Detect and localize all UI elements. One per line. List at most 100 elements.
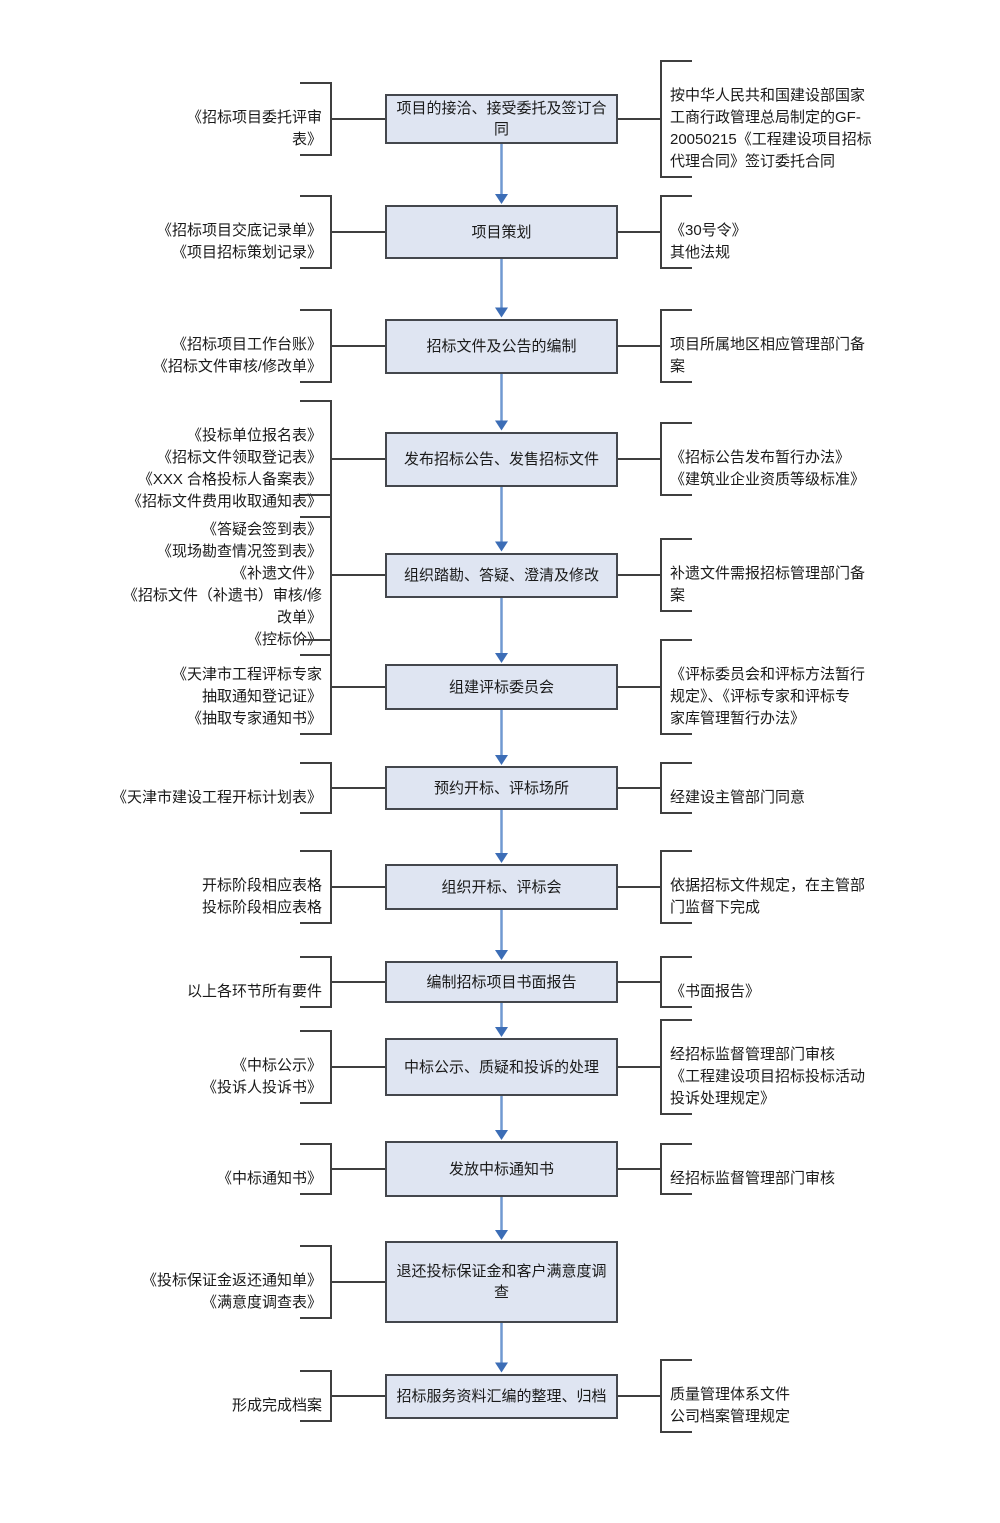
- reference-note-text: 按中华人民共和国建设部国家 工商行政管理总局制定的GF- 20050215《工程…: [670, 87, 872, 170]
- flow-arrow: [495, 597, 508, 663]
- right-note-cell: 《评标委员会和评标方法暂行 规定》、《评标专家和评标专 家库管理暂行办法》: [660, 639, 1000, 735]
- process-step-text: 组织开标、评标会: [441, 878, 562, 896]
- reference-note-bracket: 依据招标文件规定，在主管部 门监督下完成: [660, 850, 865, 924]
- flow-row: 《中标公示》 《投诉人投诉书》 中标公示、质疑和投诉的处理 经招标监督管理部门审…: [0, 1019, 1000, 1115]
- connector-line-right: [618, 118, 660, 120]
- input-documents-text: 《中标公示》 《投诉人投诉书》: [201, 1057, 322, 1096]
- left-label-cell: 《中标公示》 《投诉人投诉书》: [0, 1030, 332, 1104]
- connector-line-right: [618, 1395, 660, 1397]
- connector-line-left: [332, 574, 385, 576]
- flow-row: 形成完成档案 招标服务资料汇编的整理、归档 质量管理体系文件 公司档案管理规定: [0, 1359, 1000, 1433]
- flow-arrow: [495, 486, 508, 552]
- flow-row: 《中标通知书》 发放中标通知书 经招标监督管理部门审核: [0, 1141, 1000, 1197]
- right-note-cell: 经招标监督管理部门审核: [660, 1143, 1000, 1195]
- input-documents-bracket: 《投标保证金返还通知单》 《满意度调查表》: [142, 1245, 332, 1319]
- reference-note-text: 补遗文件需报招标管理部门备 案: [670, 565, 866, 604]
- input-documents-text: 《招标项目委托评审 表》: [186, 109, 322, 148]
- left-label-cell: 《招标项目工作台账》 《招标文件审核/修改单》: [0, 309, 332, 383]
- right-note-cell: 《书面报告》: [660, 956, 1000, 1008]
- left-label-cell: 《中标通知书》: [0, 1143, 332, 1195]
- right-note-cell: 《30号令》 其他法规: [660, 195, 1000, 269]
- input-documents-bracket: 形成完成档案: [232, 1370, 332, 1422]
- right-note-cell: 依据招标文件规定，在主管部 门监督下完成: [660, 850, 1000, 924]
- flow-arrow: [495, 1003, 508, 1037]
- reference-note-text: 经招标监督管理部门审核 《工程建设项目招标投标活动 投诉处理规定》: [670, 1046, 866, 1107]
- process-step-text: 发布招标公告、发售招标文件: [403, 450, 599, 468]
- process-step-box: 发布招标公告、发售招标文件: [385, 431, 618, 487]
- left-label-cell: 《天津市建设工程开标计划表》: [0, 762, 332, 814]
- reference-note-text: 《书面报告》: [670, 983, 761, 1000]
- right-note-cell: 质量管理体系文件 公司档案管理规定: [660, 1359, 1000, 1433]
- right-note-cell: 《招标公告发布暂行办法》 《建筑业企业资质等级标准》: [660, 422, 1000, 496]
- reference-note-bracket: 按中华人民共和国建设部国家 工商行政管理总局制定的GF- 20050215《工程…: [660, 60, 872, 178]
- process-step-text: 组织踏勘、答疑、澄清及修改: [403, 566, 599, 584]
- connector-line-right: [618, 686, 660, 688]
- connector-line-right: [618, 981, 660, 983]
- input-documents-text: 《投标单位报名表》 《招标文件领取登记表》 《XXX 合格投标人备案表》 《招标…: [126, 427, 322, 510]
- flow-row: 《答疑会签到表》 《现场勘查情况签到表》 《补遗文件》 《招标文件（补遗书）审核…: [0, 494, 1000, 656]
- input-documents-text: 《招标项目工作台账》 《招标文件审核/修改单》: [152, 336, 322, 375]
- left-label-cell: 《投标保证金返还通知单》 《满意度调查表》: [0, 1245, 332, 1319]
- process-step-text: 组建评标委员会: [448, 678, 554, 696]
- input-documents-text: 《天津市建设工程开标计划表》: [111, 789, 322, 806]
- left-label-cell: 开标阶段相应表格 投标阶段相应表格: [0, 850, 332, 924]
- left-label-cell: 以上各环节所有要件: [0, 956, 332, 1008]
- input-documents-text: 开标阶段相应表格 投标阶段相应表格: [201, 877, 322, 916]
- process-step-text: 项目的接洽、接受委托及签订合 同: [396, 100, 607, 138]
- left-label-cell: 《答疑会签到表》 《现场勘查情况签到表》 《补遗文件》 《招标文件（补遗书）审核…: [0, 494, 332, 656]
- flow-row: 《天津市建设工程开标计划表》 预约开标、评标场所 经建设主管部门同意: [0, 762, 1000, 814]
- flow-arrow: [495, 710, 508, 765]
- flow-arrow: [495, 810, 508, 863]
- input-documents-text: 以上各环节所有要件: [186, 983, 322, 1000]
- process-step-box: 招标文件及公告的编制: [385, 318, 618, 374]
- reference-note-text: 依据招标文件规定，在主管部 门监督下完成: [670, 877, 866, 916]
- connector-line-left: [332, 1395, 385, 1397]
- flow-arrow: [495, 259, 508, 318]
- reference-note-bracket: 《评标委员会和评标方法暂行 规定》、《评标专家和评标专 家库管理暂行办法》: [660, 639, 865, 735]
- input-documents-bracket: 《答疑会签到表》 《现场勘查情况签到表》 《补遗文件》 《招标文件（补遗书）审核…: [123, 494, 332, 656]
- input-documents-bracket: 《中标公示》 《投诉人投诉书》: [202, 1030, 332, 1104]
- connector-line-left: [332, 686, 385, 688]
- right-note-cell: 按中华人民共和国建设部国家 工商行政管理总局制定的GF- 20050215《工程…: [660, 60, 1000, 178]
- input-documents-bracket: 《招标项目交底记录单》 《项目招标策划记录》: [157, 195, 332, 269]
- reference-note-bracket: 经招标监督管理部门审核: [660, 1143, 835, 1195]
- process-step-box: 项目策划: [385, 205, 618, 259]
- left-label-cell: 《天津市工程评标专家 抽取通知登记证》 《抽取专家通知书》: [0, 639, 332, 735]
- connector-line-right: [618, 1168, 660, 1170]
- connector-line-right: [618, 787, 660, 789]
- process-step-text: 发放中标通知书: [448, 1160, 554, 1178]
- reference-note-bracket: 《招标公告发布暂行办法》 《建筑业企业资质等级标准》: [660, 422, 865, 496]
- left-label-cell: 《招标项目委托评审 表》: [0, 82, 332, 156]
- input-documents-text: 《招标项目交底记录单》 《项目招标策划记录》: [156, 222, 322, 261]
- input-documents-bracket: 以上各环节所有要件: [187, 956, 332, 1008]
- flow-arrow: [495, 910, 508, 960]
- reference-note-bracket: 《30号令》 其他法规: [660, 195, 747, 269]
- connector-line-left: [332, 787, 385, 789]
- flow-arrow: [495, 1323, 508, 1373]
- process-step-text: 项目策划: [471, 223, 532, 241]
- reference-note-text: 《30号令》 其他法规: [670, 222, 747, 261]
- connector-line-right: [618, 345, 660, 347]
- input-documents-bracket: 《招标项目委托评审 表》: [187, 82, 332, 156]
- reference-note-text: 《评标委员会和评标方法暂行 规定》、《评标专家和评标专 家库管理暂行办法》: [670, 666, 866, 727]
- flow-row: 《招标项目工作台账》 《招标文件审核/修改单》 招标文件及公告的编制 项目所属地…: [0, 309, 1000, 383]
- input-documents-text: 《答疑会签到表》 《现场勘查情况签到表》 《补遗文件》 《招标文件（补遗书）审核…: [122, 521, 322, 648]
- process-step-box: 发放中标通知书: [385, 1141, 618, 1197]
- process-step-box: 预约开标、评标场所: [385, 766, 618, 810]
- right-note-cell: 项目所属地区相应管理部门备 案: [660, 309, 1000, 383]
- process-step-box: 组织开标、评标会: [385, 864, 618, 910]
- connector-line-left: [332, 1066, 385, 1068]
- flow-row: 以上各环节所有要件 编制招标项目书面报告 《书面报告》: [0, 956, 1000, 1008]
- reference-note-text: 《招标公告发布暂行办法》 《建筑业企业资质等级标准》: [670, 449, 866, 488]
- flow-arrow: [495, 1197, 508, 1240]
- process-step-text: 编制招标项目书面报告: [426, 973, 577, 991]
- input-documents-bracket: 《天津市工程评标专家 抽取通知登记证》 《抽取专家通知书》: [172, 639, 332, 735]
- flow-arrow: [495, 1096, 508, 1140]
- flow-row: 开标阶段相应表格 投标阶段相应表格 组织开标、评标会 依据招标文件规定，在主管部…: [0, 850, 1000, 924]
- flow-row: 《招标项目交底记录单》 《项目招标策划记录》 项目策划 《30号令》 其他法规: [0, 195, 1000, 269]
- reference-note-bracket: 项目所属地区相应管理部门备 案: [660, 309, 865, 383]
- right-note-cell: 经建设主管部门同意: [660, 762, 1000, 814]
- process-step-text: 招标文件及公告的编制: [426, 337, 577, 355]
- connector-line-left: [332, 1281, 385, 1283]
- process-step-box: 项目的接洽、接受委托及签订合 同: [385, 94, 618, 144]
